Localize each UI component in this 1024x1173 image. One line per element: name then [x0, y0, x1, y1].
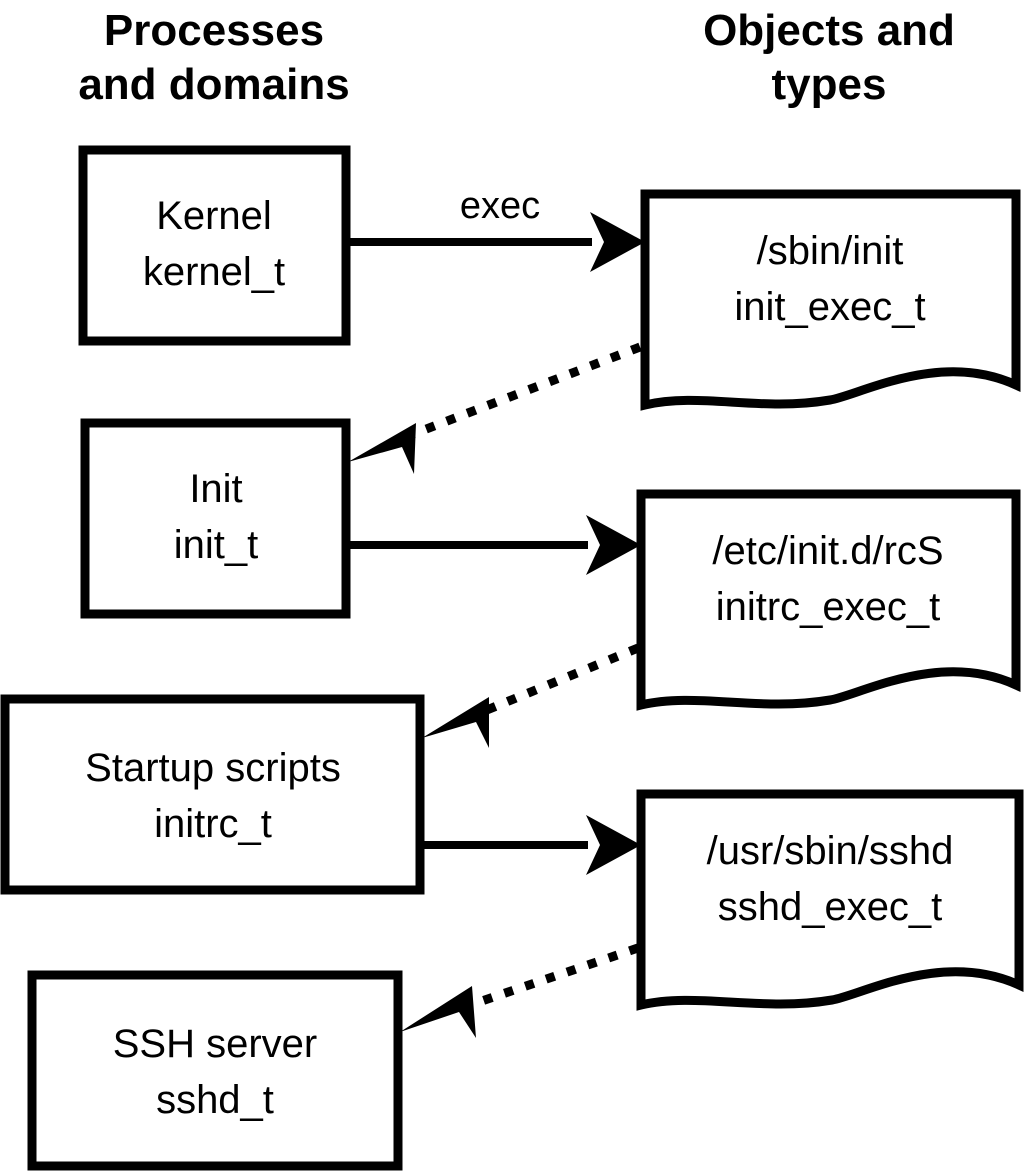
object-node-sshd-exec-path: /usr/sbin/sshd	[707, 829, 954, 873]
object-node-sshd-exec-doc-shape	[636, 789, 1024, 1011]
edge-initrc-exec-to-initrc	[422, 643, 640, 748]
edge-init-exec-to-init	[348, 342, 642, 474]
object-node-sshd-exec[interactable]: /usr/sbin/sshd sshd_exec_t	[636, 789, 1024, 1011]
object-node-initrc-exec-type: initrc_exec_t	[716, 585, 941, 629]
process-node-kernel-name: Kernel	[156, 194, 272, 238]
column-header-objects-line2: types	[772, 60, 887, 109]
process-node-init-name: Init	[189, 467, 242, 511]
object-node-initrc-exec-doc-shape	[636, 489, 1021, 711]
object-node-sshd-exec-type: sshd_exec_t	[718, 885, 943, 929]
column-header-processes-line1: Processes	[104, 6, 324, 55]
process-node-sshd-box	[27, 970, 403, 1171]
edge-sshd-exec-to-sshd-line	[468, 943, 640, 1010]
object-node-initrc-exec-path: /etc/init.d/rcS	[712, 529, 943, 573]
process-node-init-type: init_t	[174, 523, 259, 567]
edge-init-exec-to-init-arrowhead	[348, 423, 416, 474]
column-header-processes: Processes and domains	[78, 6, 349, 109]
edge-kernel-to-init-exec-arrowhead	[590, 212, 645, 272]
edge-initrc-exec-to-initrc-arrowhead	[422, 697, 489, 748]
process-node-sshd-type: sshd_t	[156, 1078, 274, 1122]
edge-initrc-exec-to-initrc-line	[480, 643, 640, 717]
process-node-sshd[interactable]: SSH server sshd_t	[27, 970, 403, 1171]
edge-init-to-initrc-exec-arrowhead	[586, 515, 641, 575]
process-node-initrc[interactable]: Startup scripts initrc_t	[0, 694, 425, 895]
column-header-objects-line1: Objects and	[703, 6, 955, 55]
edge-label-exec: exec	[460, 185, 540, 227]
column-header-objects: Objects and types	[703, 6, 955, 109]
edge-sshd-exec-to-sshd-arrowhead	[400, 986, 476, 1038]
process-node-kernel[interactable]: Kernel kernel_t	[78, 145, 351, 346]
object-node-init-exec[interactable]: /sbin/init init_exec_t	[640, 189, 1021, 411]
process-node-kernel-type: kernel_t	[143, 250, 285, 294]
edge-sshd-exec-to-sshd	[400, 943, 640, 1038]
object-node-init-exec-doc-shape	[640, 189, 1021, 411]
process-node-kernel-box	[78, 145, 351, 346]
process-node-initrc-box	[0, 694, 425, 895]
object-node-init-exec-path: /sbin/init	[757, 229, 904, 273]
edge-initrc-to-sshd-exec-arrowhead	[586, 815, 641, 875]
edge-initrc-to-sshd-exec	[420, 815, 641, 875]
edge-init-exec-to-init-line	[406, 342, 642, 441]
process-node-initrc-type: initrc_t	[154, 802, 272, 846]
edge-init-to-initrc-exec	[346, 515, 641, 575]
edge-kernel-to-init-exec: exec	[346, 185, 645, 272]
object-node-init-exec-type: init_exec_t	[734, 285, 925, 329]
process-node-init-box	[80, 418, 351, 619]
column-header-processes-line2: and domains	[78, 60, 349, 109]
process-node-sshd-name: SSH server	[113, 1022, 318, 1066]
object-node-initrc-exec[interactable]: /etc/init.d/rcS initrc_exec_t	[636, 489, 1021, 711]
process-node-initrc-name: Startup scripts	[85, 746, 341, 790]
process-node-init[interactable]: Init init_t	[80, 418, 351, 619]
